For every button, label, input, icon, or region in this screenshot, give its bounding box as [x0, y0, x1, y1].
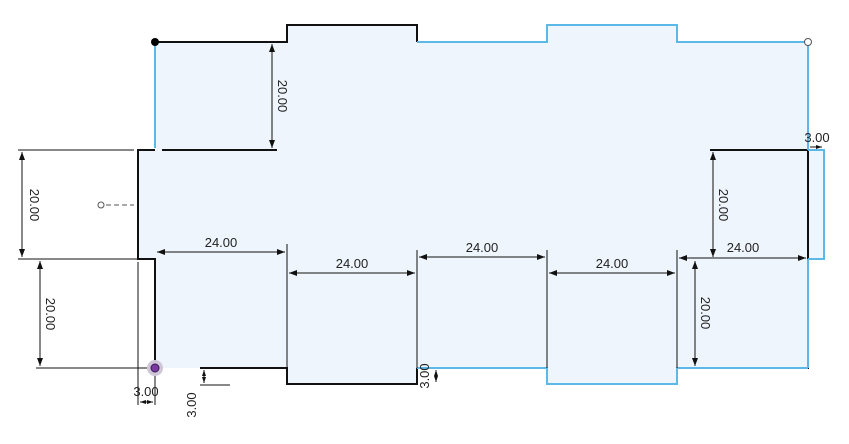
dim-width-3[interactable]: 24.00	[416, 240, 548, 368]
dim-tab-top-right[interactable]: 3.00	[804, 130, 830, 149]
edge-bottom-left[interactable]	[200, 367, 418, 385]
dim-label: 20.00	[27, 189, 42, 222]
edge-bottom-right[interactable]	[417, 367, 808, 385]
dim-label: 20.00	[275, 80, 290, 113]
dim-label: 24.00	[466, 240, 499, 255]
sketch-point-origin-selected[interactable]	[147, 360, 163, 376]
dim-left-upper-vertical[interactable]: 20.00	[18, 149, 150, 260]
dim-label: 24.00	[205, 235, 238, 250]
dimensions: 20.00 20.00 20.00 20.00 20.00	[18, 44, 830, 418]
dim-label: 20.00	[43, 298, 58, 331]
dim-width-1[interactable]: 24.00	[157, 235, 288, 368]
dim-label: 24.00	[336, 256, 369, 271]
edge-top-left[interactable]	[155, 24, 418, 43]
dim-label: 24.00	[727, 240, 760, 255]
sketch-point-left-constraint[interactable]	[97, 201, 105, 209]
dim-width-4[interactable]: 24.00	[549, 250, 678, 368]
sketch-profile-region[interactable]	[138, 25, 824, 384]
dim-label: 24.00	[596, 256, 629, 271]
dim-label: 3.00	[417, 363, 432, 388]
dim-tab-bottom-left-v[interactable]: 3.00	[184, 370, 230, 418]
dim-label: 3.00	[133, 384, 158, 399]
dim-tab-bottom-middle[interactable]: 3.00	[417, 363, 438, 389]
dim-label: 20.00	[716, 189, 731, 222]
dim-right-upper-vertical[interactable]: 20.00	[710, 152, 731, 257]
dim-left-lower-vertical[interactable]: 20.00	[36, 261, 150, 369]
dim-label: 3.00	[804, 130, 829, 145]
sketch-point-top-right[interactable]	[804, 38, 812, 46]
left-constraint-glyph	[97, 201, 134, 209]
dim-top-left-vertical[interactable]: 20.00	[269, 44, 290, 148]
dim-tab-bottom-left-h[interactable]: 3.00	[133, 262, 159, 405]
dim-right-lower-vertical[interactable]: 20.00	[692, 261, 713, 366]
dim-label: 3.00	[184, 392, 199, 417]
edge-right-tab[interactable]	[808, 149, 825, 260]
dim-width-2[interactable]: 24.00	[289, 256, 415, 276]
dim-label: 20.00	[698, 297, 713, 330]
dim-width-5[interactable]: 24.00	[679, 240, 806, 261]
sketch-point-top-left[interactable]	[151, 38, 159, 46]
